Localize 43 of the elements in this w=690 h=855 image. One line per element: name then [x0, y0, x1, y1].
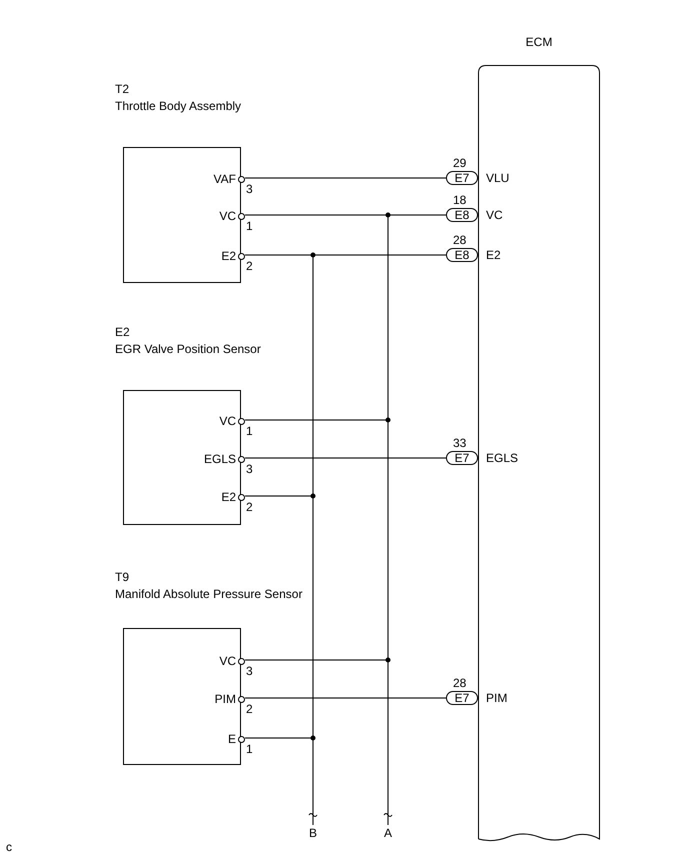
component-name: Manifold Absolute Pressure Sensor	[115, 587, 302, 601]
connector-tag: E7	[446, 171, 478, 185]
pin-name: VC	[219, 209, 236, 223]
pin-name: VC	[219, 654, 236, 668]
pin-number: 1	[246, 219, 253, 233]
terminal-name: VC	[486, 208, 503, 222]
pin-number: 2	[246, 500, 253, 514]
component-name: Throttle Body Assembly	[115, 99, 242, 113]
terminal-name: EGLS	[486, 451, 518, 465]
pin-number: 3	[246, 664, 253, 678]
component-code: T9	[115, 570, 130, 584]
terminal-number: 29	[453, 156, 466, 170]
terminal-number: 28	[453, 676, 466, 690]
terminal-number: 33	[453, 436, 466, 450]
connector-tag: E7	[446, 451, 478, 465]
terminal-name: E2	[486, 248, 501, 262]
pin-name: PIM	[214, 692, 236, 706]
pin-number: 1	[246, 742, 253, 756]
connector-tag: E8	[446, 208, 478, 222]
pin-name: E	[228, 732, 236, 746]
connector-tag: E7	[446, 691, 478, 705]
wire-label: B	[305, 825, 321, 841]
pin-number: 3	[246, 182, 253, 196]
terminal-name: VLU	[486, 171, 510, 185]
pin-number: 1	[246, 424, 253, 438]
pin-number: 3	[246, 462, 253, 476]
component-code: E2	[115, 325, 130, 339]
unit-name: ECM	[524, 35, 554, 49]
wire-label: A	[380, 825, 396, 841]
pin-name: EGLS	[204, 452, 236, 466]
component-code: T2	[115, 82, 130, 96]
pin-number: 2	[246, 702, 253, 716]
pin-name: E2	[221, 490, 236, 504]
figure-code: c	[6, 840, 12, 854]
pin-name: E2	[221, 249, 236, 263]
pin-name: VAF	[214, 172, 236, 186]
terminal-number: 18	[453, 193, 466, 207]
terminal-number: 28	[453, 233, 466, 247]
terminal-name: PIM	[486, 691, 508, 705]
component-name: EGR Valve Position Sensor	[115, 342, 261, 356]
pin-number: 2	[246, 259, 253, 273]
pin-name: VC	[219, 414, 236, 428]
connector-tag: E8	[446, 248, 478, 262]
